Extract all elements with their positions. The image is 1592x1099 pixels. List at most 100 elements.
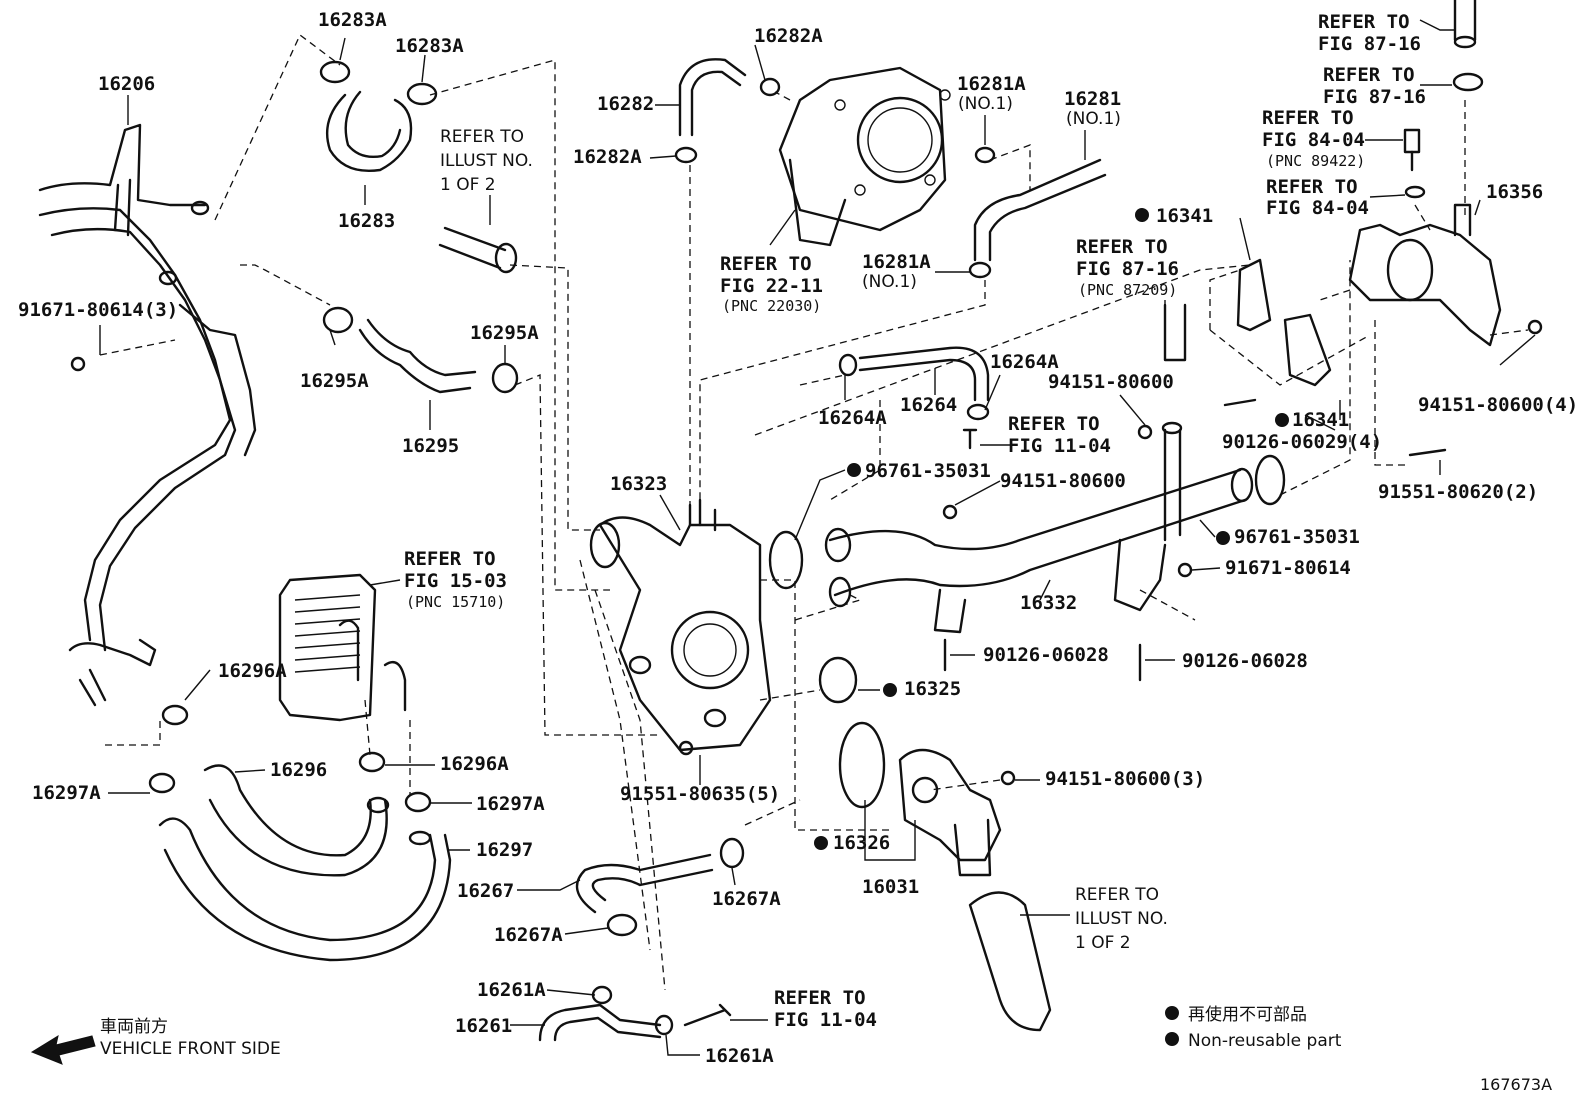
label-16323: 16323 — [610, 473, 667, 495]
non-reusable-markers — [814, 208, 1289, 850]
refer-87-16-a-2: FIG 87-16 — [1318, 33, 1421, 55]
label-16281: 16281 — [1064, 88, 1121, 110]
refer-84-04-a-3: (PNC 89422) — [1266, 152, 1365, 170]
label-16261A-1: 16261A — [477, 979, 546, 1001]
label-16281-no: (NO.1) — [1066, 109, 1121, 129]
label-16261A-2: 16261A — [705, 1045, 774, 1067]
marker-16326 — [814, 836, 828, 850]
oil-cooler — [278, 573, 407, 722]
hose-16283 — [319, 60, 438, 172]
legend: 再使用不可部品 Non-reusable part — [1165, 1004, 1342, 1051]
refer-illust-a-3: 1 OF 2 — [440, 175, 496, 195]
refer-11-04-b-2: FIG 11-04 — [774, 1009, 877, 1031]
water-outlet-16356 — [70, 0, 1543, 786]
refer-22-11-2: FIG 22-11 — [720, 275, 823, 297]
refer-11-04-a-1: REFER TO — [1008, 413, 1100, 435]
refer-87-16-b-1: REFER TO — [1323, 64, 1415, 86]
gasket-16325 — [818, 656, 858, 704]
refer-22-11-1: REFER TO — [720, 253, 812, 275]
refer-84-04-a-1: REFER TO — [1262, 107, 1354, 129]
legend-en: Non-reusable part — [1188, 1031, 1342, 1051]
refer-illust-a-2: ILLUST NO. — [440, 151, 533, 171]
refer-22-11-3: (PNC 22030) — [722, 297, 821, 315]
water-pipe-16332 — [824, 421, 1254, 634]
label-16281A-1: 16281A — [957, 73, 1026, 95]
hose-16261 — [538, 985, 732, 1042]
label-90126-06029-4: 90126-06029(4) — [1222, 431, 1382, 453]
label-16297A-1: 16297A — [32, 782, 101, 804]
label-94151-80600-4: 94151-80600(4) — [1418, 394, 1578, 416]
label-16267A-1: 16267A — [494, 924, 563, 946]
refer-15-03-1: REFER TO — [404, 548, 496, 570]
label-16332: 16332 — [1020, 592, 1077, 614]
refer-11-04-b-1: REFER TO — [774, 987, 866, 1009]
label-16341-2: 16341 — [1292, 409, 1349, 431]
hose-segment-refer — [438, 226, 518, 274]
throttle-body — [778, 66, 951, 247]
front-arrow-icon — [30, 1034, 96, 1065]
label-16206: 16206 — [98, 73, 155, 95]
legend-dot-2 — [1165, 1032, 1179, 1046]
label-16282A-2: 16282A — [573, 146, 642, 168]
direction-jp: 車両前方 — [100, 1017, 168, 1037]
label-91671-80614-3: 91671-80614(3) — [18, 299, 178, 321]
label-16267A-2: 16267A — [712, 888, 781, 910]
label-96761-35031-a: 96761-35031 — [865, 460, 991, 482]
label-16283A-2: 16283A — [395, 35, 464, 57]
refer-illust-b-3: 1 OF 2 — [1075, 933, 1131, 953]
refer-11-04-a-2: FIG 11-04 — [1008, 435, 1111, 457]
label-16296: 16296 — [270, 759, 327, 781]
hose-16264 — [838, 346, 990, 450]
label-94151-80600-3: 94151-80600(3) — [1045, 768, 1205, 790]
label-16283: 16283 — [338, 210, 395, 232]
label-16326: 16326 — [833, 832, 890, 854]
heater-pipe-16206 — [38, 123, 257, 707]
label-16282A-1: 16282A — [754, 25, 823, 47]
gasket-16326 — [838, 721, 886, 809]
refer-illust-a-1: REFER TO — [440, 127, 524, 147]
label-16296A-1: 16296A — [218, 660, 287, 682]
gasket-16341-a — [1236, 258, 1272, 332]
label-16325: 16325 — [904, 678, 961, 700]
hose-16267 — [575, 837, 745, 937]
refer-87-16-b-2: FIG 87-16 — [1323, 86, 1426, 108]
label-96761-35031-b: 96761-35031 — [1234, 526, 1360, 548]
label-16282: 16282 — [597, 93, 654, 115]
label-91671-80614: 91671-80614 — [1225, 557, 1351, 579]
leader-lines — [99, 19, 1536, 1056]
hoses-16296-16297 — [148, 704, 452, 962]
refer-84-04-b-2: FIG 84-04 — [1266, 197, 1369, 219]
marker-16341-a — [1135, 208, 1149, 222]
marker-96761-b — [1216, 531, 1230, 545]
gaskets — [768, 454, 1286, 809]
label-16295A-1: 16295A — [470, 322, 539, 344]
label-16281A-2-no: (NO.1) — [862, 272, 917, 292]
hose-16282 — [674, 58, 781, 164]
refer-87-16-a-1: REFER TO — [1318, 11, 1410, 33]
label-91551-80635-5: 91551-80635(5) — [620, 783, 780, 805]
label-16356: 16356 — [1486, 181, 1543, 203]
label-16295A-2: 16295A — [300, 370, 369, 392]
label-16264A-2: 16264A — [818, 407, 887, 429]
label-16283A-1: 16283A — [318, 9, 387, 31]
gasket-96761-a — [768, 530, 804, 590]
refer-84-04-a-2: FIG 84-04 — [1262, 129, 1365, 151]
label-91551-80620-2: 91551-80620(2) — [1378, 481, 1538, 503]
label-94151-80600-a: 94151-80600 — [1048, 371, 1174, 393]
legend-dot-1 — [1165, 1006, 1179, 1020]
label-16281A-1-no: (NO.1) — [958, 94, 1013, 114]
label-16264A-1: 16264A — [990, 351, 1059, 373]
figure-id: 167673A — [1480, 1075, 1552, 1094]
label-16297: 16297 — [476, 839, 533, 861]
label-16341-1: 16341 — [1156, 205, 1213, 227]
refer-87-16-c-1: REFER TO — [1076, 236, 1168, 258]
legend-jp: 再使用不可部品 — [1188, 1004, 1307, 1025]
refer-84-04-b-1: REFER TO — [1266, 176, 1358, 198]
label-16281A-2: 16281A — [862, 251, 931, 273]
hose-16295 — [322, 306, 519, 394]
hose-lower-refer — [968, 891, 1052, 1032]
callout-labels: 16283A 16283A 16206 16283 REFER TO ILLUS… — [18, 9, 1578, 1067]
label-90126-06028-a: 90126-06028 — [983, 644, 1109, 666]
label-16296A-2: 16296A — [440, 753, 509, 775]
